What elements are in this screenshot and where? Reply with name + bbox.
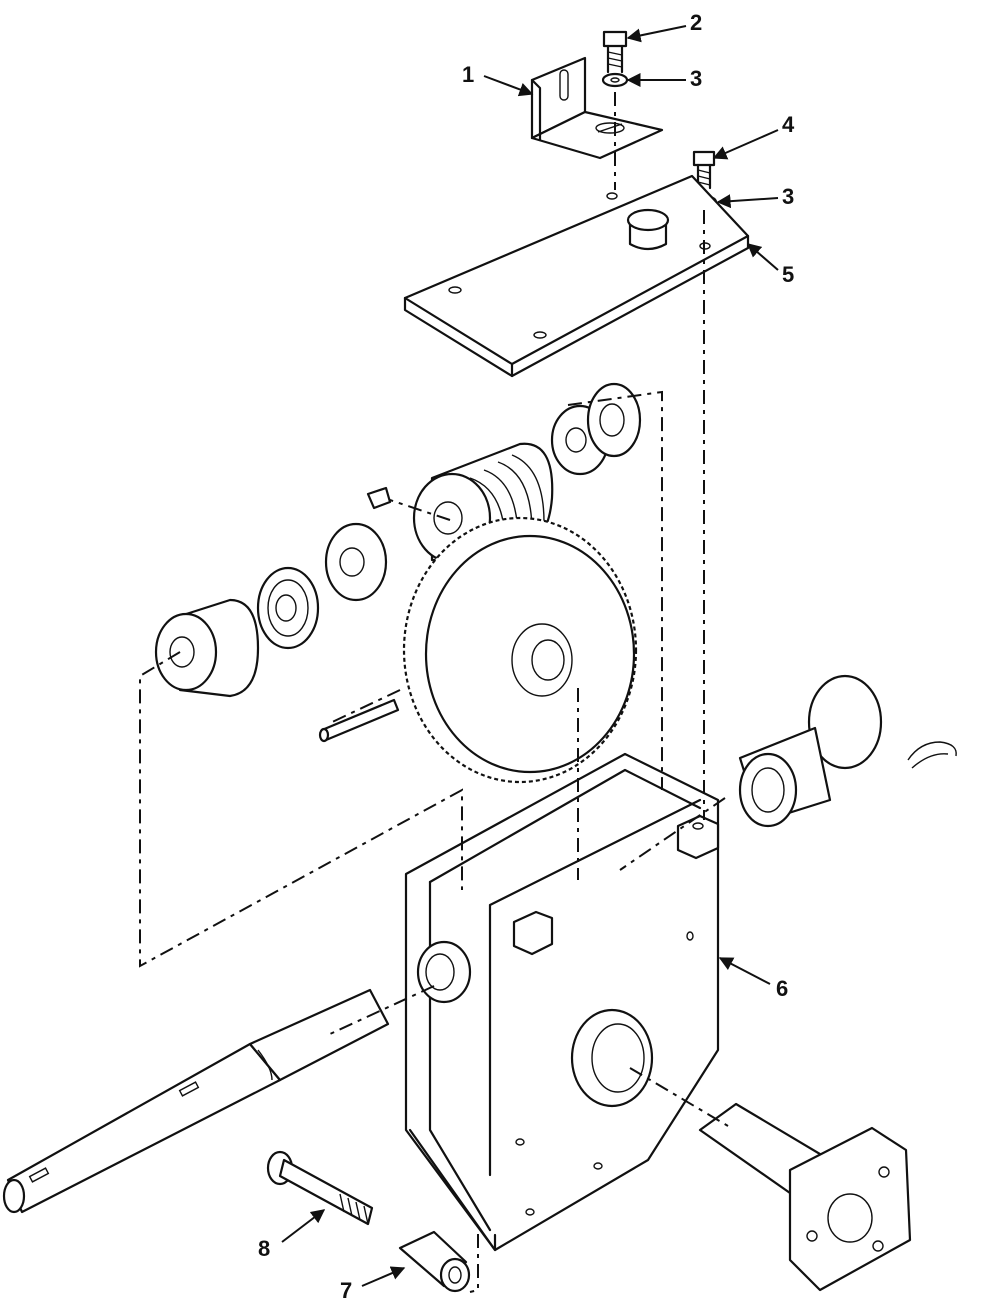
gear-housing: [404, 752, 720, 1252]
callout-label-3-upper: 3: [690, 66, 702, 91]
output-flange-shaft: [698, 1102, 912, 1292]
cap-screw-top: [602, 30, 628, 74]
callout-7: 7: [340, 1266, 406, 1303]
callout-4: 4: [712, 112, 795, 160]
callout-5: 5: [746, 243, 794, 287]
callout-label-1: 1: [462, 62, 474, 87]
lock-washer-upper: [601, 72, 629, 88]
bearing-cone-left: [256, 566, 320, 650]
input-shaft: [2, 988, 390, 1214]
bearing-cone-right: [586, 382, 642, 458]
thrust-washer-left: [324, 522, 388, 602]
cover-plate: [403, 174, 750, 378]
callout-8: 8: [258, 1209, 326, 1261]
assembly-lines: [139, 92, 729, 1293]
worm-wheel: [402, 516, 638, 784]
callout-2: 2: [626, 10, 702, 43]
callout-label-5: 5: [782, 262, 794, 287]
callout-label-8: 8: [258, 1236, 270, 1261]
bearing-cup-left: [154, 598, 260, 698]
callout-label-3-lower: 3: [782, 184, 794, 209]
output-bearing-retainer: [738, 674, 883, 828]
snap-ring-right: [907, 741, 957, 769]
callout-label-7: 7: [340, 1278, 352, 1303]
callout-6: 6: [718, 957, 788, 1001]
callout-1: 1: [462, 62, 534, 97]
spacer-sleeve: [398, 1230, 471, 1293]
callout-label-6: 6: [776, 976, 788, 1001]
callout-label-2: 2: [690, 10, 702, 35]
callout-3a: 3: [626, 66, 702, 91]
callout-label-4: 4: [782, 112, 795, 137]
gear-pin: [318, 698, 400, 743]
callout-3b: 3: [716, 184, 794, 209]
angle-bracket: [530, 56, 664, 160]
woodruff-key: [366, 486, 392, 510]
bolt: [266, 1150, 374, 1226]
